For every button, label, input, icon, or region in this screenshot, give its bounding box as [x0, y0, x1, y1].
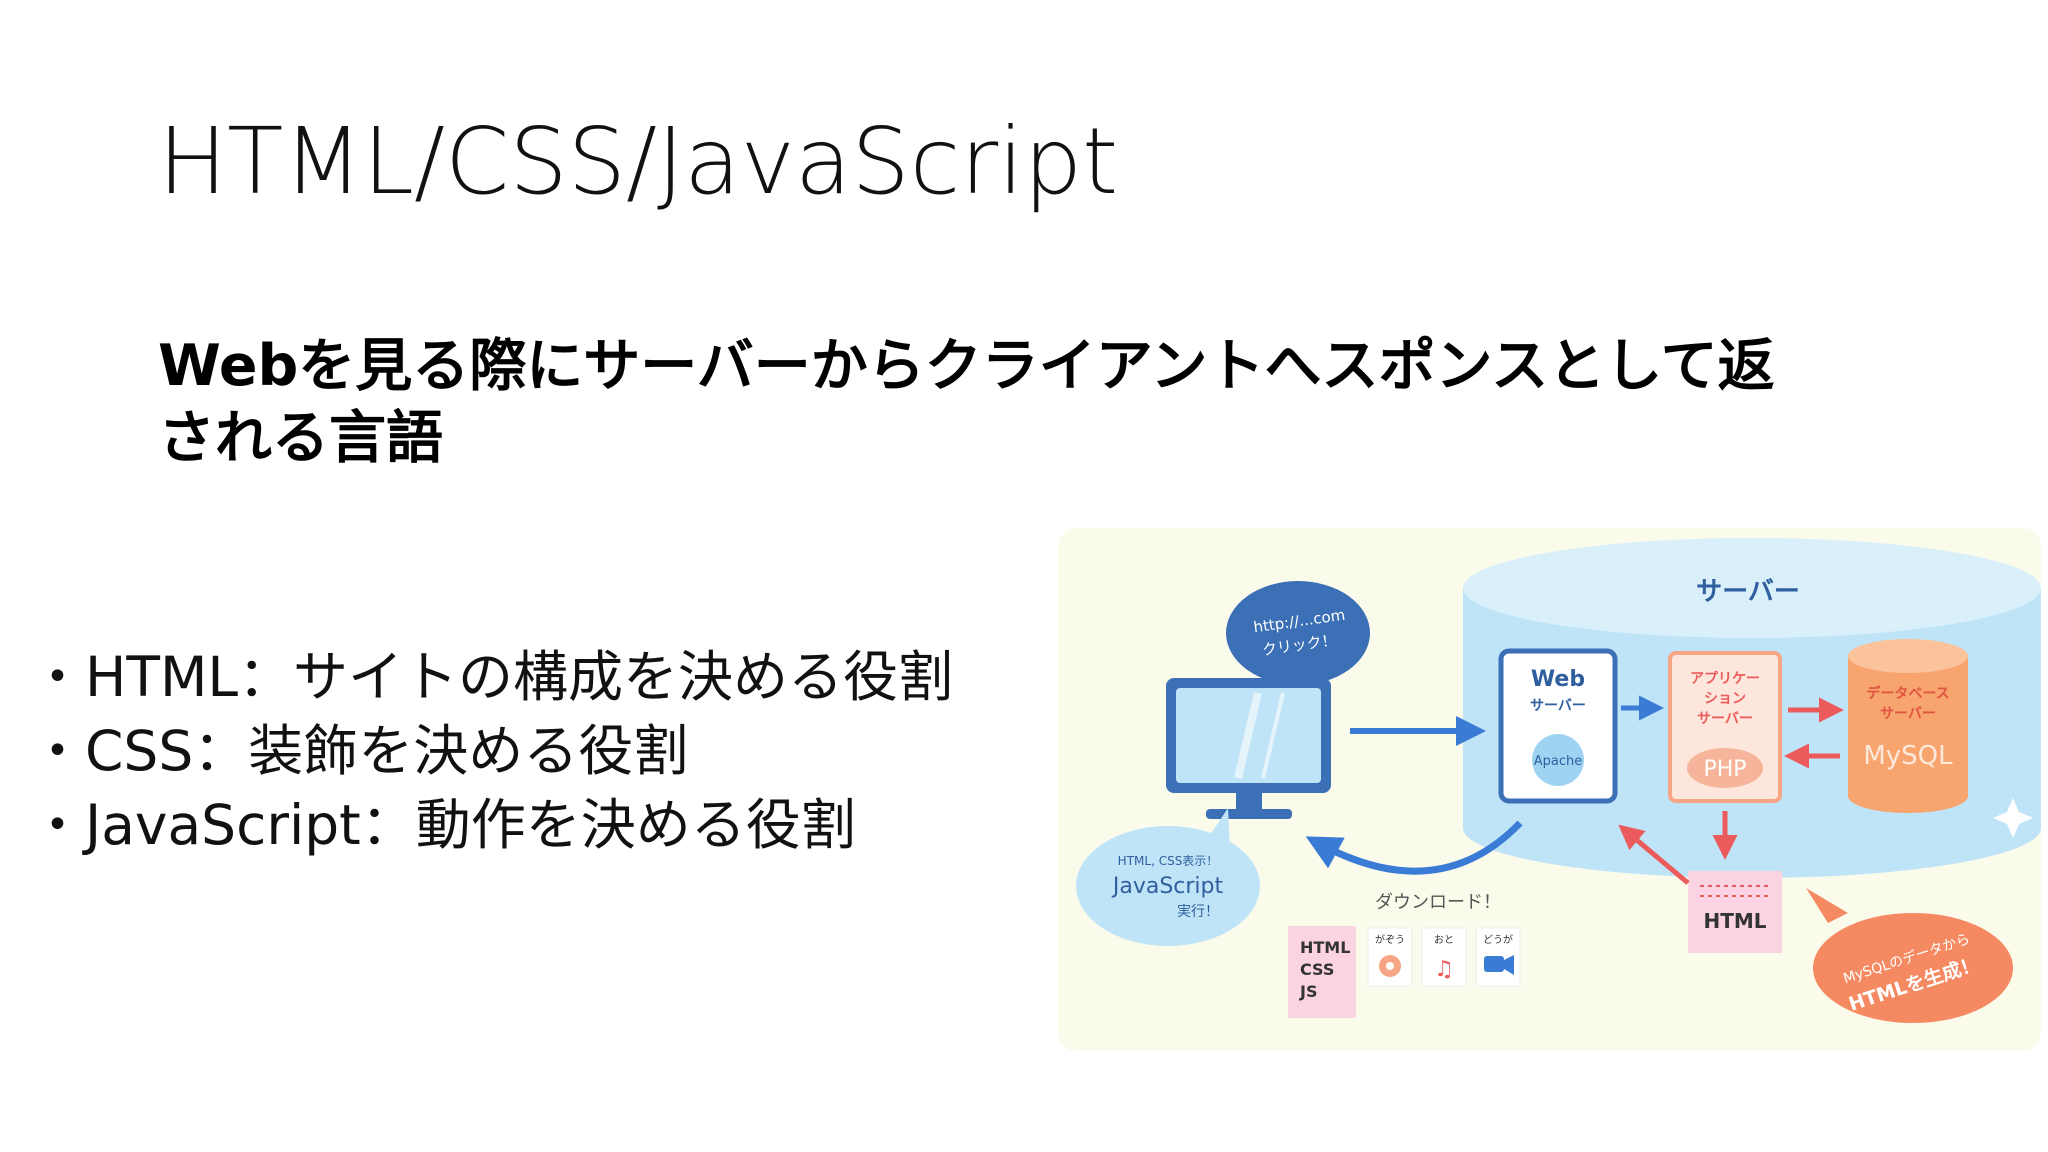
bullet-list: ・HTML：サイトの構成を決める役割 ・CSS：装飾を決める役割 ・JavaSc… — [30, 640, 953, 862]
slide-subtitle: Webを見る際にサーバーからクライアントへスポンスとして返 される言語 — [158, 330, 1878, 474]
files-css: CSS — [1300, 960, 1334, 979]
image-file-icon: がぞう — [1367, 927, 1413, 987]
files-js: JS — [1299, 982, 1317, 1001]
client-bubble-line2: JavaScript — [1111, 874, 1224, 899]
slide-title: HTML/CSS/JavaScript — [158, 108, 1119, 215]
files-html: HTML — [1300, 938, 1350, 957]
html-document-icon: HTML — [1688, 871, 1782, 953]
subtitle-line-1: Webを見る際にサーバーからクライアントへスポンスとして返 — [158, 333, 1775, 399]
server-title: サーバー — [1696, 577, 1800, 607]
database-cylinder-icon: データベース サーバー MySQL — [1848, 639, 1968, 813]
web-architecture-illustration: サーバー http://...com クリック！ Web サーバー — [1058, 528, 2041, 1051]
web-server-box: Web サーバー Apache — [1498, 648, 1618, 804]
file-sound-label: おと — [1434, 934, 1454, 946]
sound-file-icon: おと ♫ — [1421, 927, 1467, 987]
apache-label: Apache — [1534, 754, 1583, 769]
db-line2: サーバー — [1880, 706, 1936, 722]
return-arrow — [1618, 824, 1690, 885]
bullet-html: ・HTML：サイトの構成を決める役割 — [30, 645, 954, 709]
subtitle-line-2: される言語 — [158, 405, 443, 471]
downloaded-files-icon: HTML CSS JS — [1288, 926, 1356, 1018]
generate-bubble: MySQLのデータから HTMLを生成！ — [1806, 888, 2013, 1023]
app-server-box: アプリケー ション サーバー PHP — [1668, 651, 1782, 803]
web-server-title: Web — [1531, 667, 1585, 692]
app-server-line3: サーバー — [1697, 711, 1753, 727]
client-bubble: HTML, CSS表示！ JavaScript 実行！ — [1076, 808, 1260, 946]
sparkle-icon — [1993, 798, 2033, 838]
web-server-subtitle: サーバー — [1530, 698, 1586, 714]
bullet-css: ・CSS：装飾を決める役割 — [30, 719, 689, 783]
file-image-label: がぞう — [1375, 933, 1405, 946]
download-arrow — [1305, 820, 1523, 875]
client-bubble-line3: 実行！ — [1177, 904, 1219, 920]
client-monitor-icon — [1166, 678, 1331, 819]
db-line1: データベース — [1866, 685, 1949, 702]
client-bubble-line1: HTML, CSS表示！ — [1118, 854, 1219, 868]
download-label: ダウンロード！ — [1375, 892, 1501, 913]
app-server-line1: アプリケー — [1690, 671, 1760, 687]
html-document-label: HTML — [1703, 909, 1766, 933]
bullet-javascript: ・JavaScript：動作を決める役割 — [30, 793, 856, 857]
mysql-label: MySQL — [1863, 741, 1953, 771]
app-server-line2: ション — [1704, 691, 1746, 707]
video-file-icon: どうが — [1475, 927, 1521, 987]
music-note-icon: ♫ — [1434, 957, 1454, 982]
architecture-svg: サーバー http://...com クリック！ Web サーバー — [1076, 538, 2041, 1023]
click-bubble: http://...com クリック！ — [1226, 581, 1370, 706]
file-video-label: どうが — [1483, 933, 1513, 946]
php-label: PHP — [1703, 757, 1746, 782]
